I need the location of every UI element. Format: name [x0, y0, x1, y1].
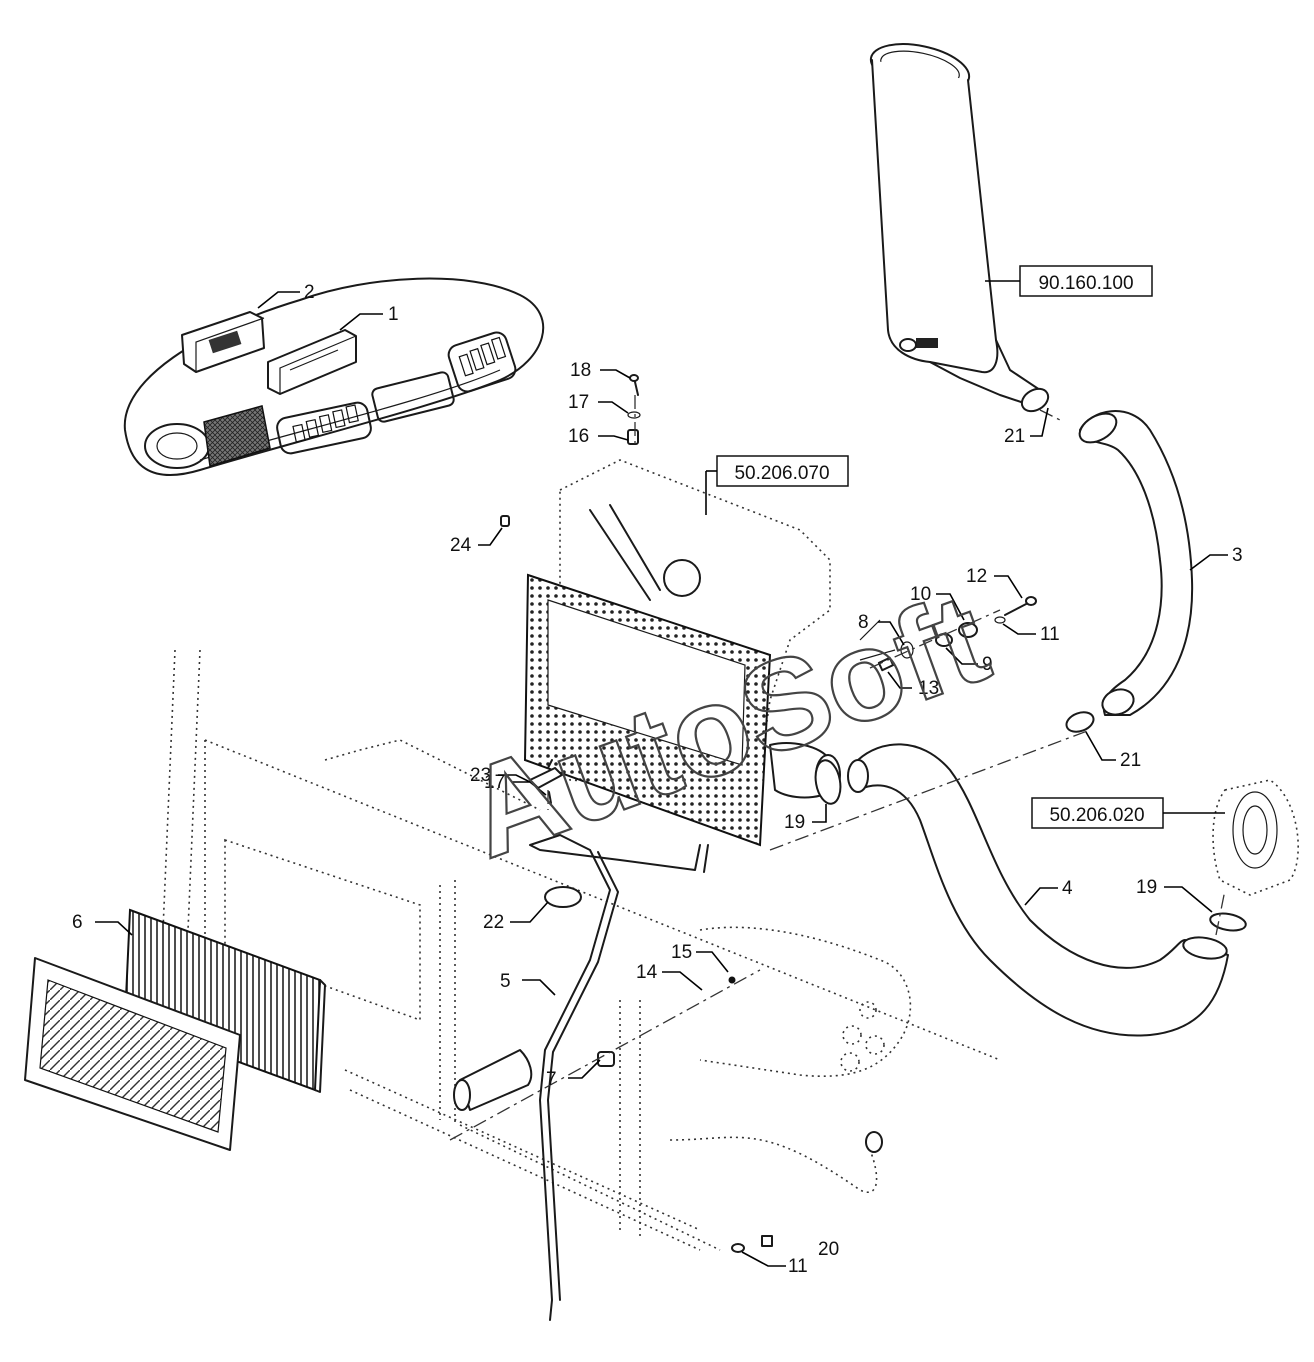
drain-tube: [529, 834, 709, 1321]
pipe-stub: [453, 1049, 533, 1111]
tube-clip-7: [597, 1051, 615, 1067]
dashboard-vent-panel: [123, 277, 545, 476]
reference-50206070[interactable]: 50.206.070: [705, 455, 849, 515]
nut-24: [500, 515, 510, 527]
callout-16: 16: [568, 426, 629, 447]
svg-text:4: 4: [1062, 878, 1073, 899]
callout-17-upper: 17: [568, 392, 629, 414]
svg-text:22: 22: [483, 912, 504, 933]
svg-text:90.160.100: 90.160.100: [1038, 273, 1133, 294]
callout-6: 6: [72, 912, 133, 936]
svg-text:10: 10: [910, 584, 931, 605]
lower-hose: [847, 743, 1229, 1037]
hose-clamp-lower: [1065, 711, 1095, 733]
reference-90160100[interactable]: 90.160.100: [985, 265, 1153, 297]
filter-grille: [24, 957, 241, 1151]
fitting-11-lower: [731, 1235, 773, 1253]
callout-20: 20: [818, 1239, 839, 1260]
svg-text:3: 3: [1232, 545, 1243, 566]
svg-text:23: 23: [470, 765, 491, 786]
callout-14: 14: [636, 962, 703, 991]
control-panel-housing: [267, 329, 357, 395]
callout-5: 5: [500, 971, 556, 996]
svg-text:13: 13: [918, 678, 939, 699]
callout-21-lower: 21: [1085, 731, 1141, 771]
screw-18: [629, 374, 639, 396]
callout-8: 8: [858, 612, 905, 646]
svg-text:18: 18: [570, 360, 591, 381]
callout-21-upper: 21: [1004, 407, 1049, 447]
svg-text:14: 14: [636, 962, 658, 983]
callout-23: 23: [470, 765, 531, 786]
hose-clamp-upper: [1020, 387, 1050, 413]
hvac-unit: [523, 459, 896, 847]
bushing-16: [627, 429, 639, 445]
hose-clamp-19-left: [814, 759, 842, 805]
callout-15: 15: [671, 942, 729, 973]
cab-structure: [159, 649, 1001, 1251]
bolt-13: [877, 656, 895, 672]
callout-19-right: 19: [1136, 877, 1213, 913]
bushing-8: [900, 641, 914, 659]
washer-17-upper: [627, 411, 641, 419]
callout-4: 4: [1024, 878, 1073, 906]
callout-19-left: 19: [784, 804, 827, 833]
cab-filter: [123, 908, 326, 1093]
grommet-22: [544, 886, 582, 908]
svg-text:20: 20: [818, 1239, 839, 1260]
callout-3: 3: [1189, 545, 1243, 571]
callout-11-lower: 11: [741, 1251, 808, 1277]
callout-2: 2: [257, 282, 315, 309]
assembly-lines: [449, 395, 1226, 1141]
svg-text:11: 11: [788, 1256, 808, 1277]
upper-hose: [1078, 410, 1194, 716]
svg-text:8: 8: [858, 612, 869, 633]
washer-11-upper: [994, 616, 1006, 624]
svg-text:1: 1: [388, 304, 399, 325]
air-intake-duct: [869, 43, 1041, 406]
svg-text:12: 12: [966, 566, 987, 587]
callout-10: 10: [910, 584, 965, 621]
callout-1: 1: [339, 304, 399, 331]
svg-text:7: 7: [546, 1069, 557, 1090]
control-panel-switch: [181, 311, 265, 373]
svg-text:17: 17: [568, 392, 589, 413]
bolt-12: [1004, 596, 1037, 616]
svg-text:24: 24: [450, 535, 472, 556]
callout-18: 18: [570, 360, 631, 381]
callout-9: 9: [945, 647, 993, 675]
callout-12: 12: [966, 566, 1023, 599]
spacer-9: [935, 633, 953, 647]
svg-text:9: 9: [982, 654, 993, 675]
svg-text:19: 19: [784, 812, 805, 833]
callout-22: 22: [483, 901, 549, 933]
svg-text:11: 11: [1040, 624, 1060, 645]
svg-text:19: 19: [1136, 877, 1157, 898]
svg-text:50.206.020: 50.206.020: [1049, 805, 1144, 826]
svg-text:2: 2: [304, 282, 315, 303]
blower-housing: [1212, 779, 1299, 896]
svg-text:16: 16: [568, 426, 589, 447]
svg-text:6: 6: [72, 912, 83, 933]
reference-50206020[interactable]: 50.206.020: [1031, 797, 1225, 829]
svg-text:17: 17: [484, 772, 505, 793]
hose-clamp-19-right: [1209, 912, 1247, 932]
callout-13: 13: [887, 671, 939, 699]
svg-text:50.206.070: 50.206.070: [734, 463, 829, 484]
washer-17-lower: [548, 791, 552, 804]
svg-text:5: 5: [500, 971, 511, 992]
callout-24: 24: [450, 527, 503, 556]
callout-7: 7: [546, 1059, 601, 1090]
svg-text:15: 15: [671, 942, 692, 963]
svg-text:21: 21: [1004, 426, 1025, 447]
svg-text:21: 21: [1120, 750, 1141, 771]
callout-11-upper: 11: [1002, 623, 1060, 645]
rivet-15: [728, 976, 736, 984]
